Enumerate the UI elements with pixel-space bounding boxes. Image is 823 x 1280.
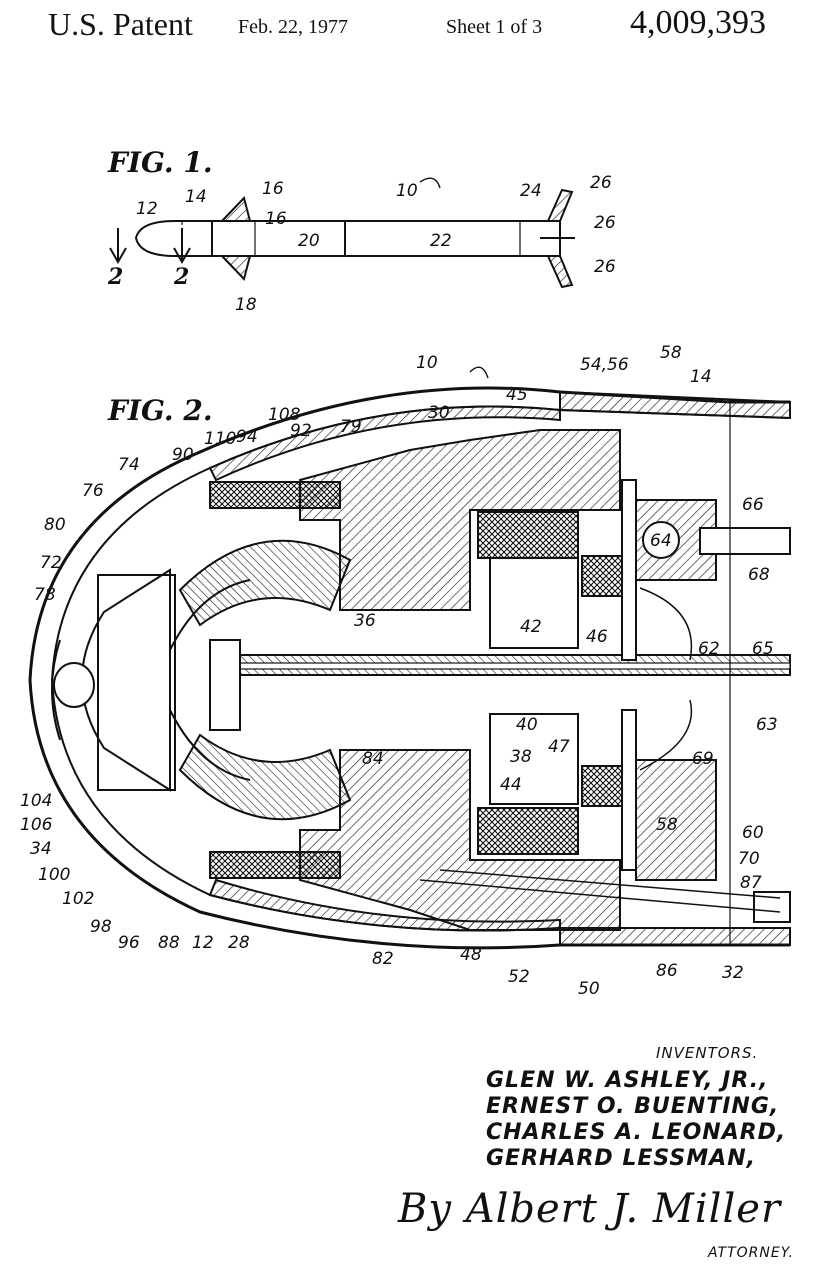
- inventor-name: CHARLES A. LEONARD,: [486, 1120, 787, 1145]
- fig2-ref: 10: [416, 353, 438, 373]
- fig2-ref: 28: [228, 933, 250, 953]
- fig2-ref: 70: [738, 849, 760, 869]
- fig2-ref: 60: [742, 823, 764, 843]
- fig2-ref: 96: [118, 933, 140, 953]
- fig2-ref: 79: [340, 417, 362, 437]
- fig2-ref: 47: [548, 737, 570, 757]
- fig2-ref: 42: [520, 617, 542, 637]
- fig2-ref: 72: [40, 553, 62, 573]
- attorney-signature: By Albert J. Miller: [398, 1186, 782, 1232]
- fig1-labels: FIG. 1. 10 12 14 16 16 18 18 20 22 24 26…: [107, 146, 616, 315]
- fig2-ref: 38: [510, 747, 532, 767]
- fig2-ref: 108: [268, 405, 301, 425]
- fig2-ref: 54,56: [580, 355, 629, 375]
- patent-number: 4,009,393: [630, 4, 766, 41]
- fig2-ref: 68: [748, 565, 770, 585]
- fig1-ref: 26: [594, 257, 616, 277]
- fig2-ref: 65: [752, 639, 774, 659]
- fig2-ref: 58: [656, 815, 678, 835]
- fig2-ref: 92: [290, 421, 312, 441]
- fig2-ref: 87: [740, 873, 762, 893]
- fig2-drawing: [28, 366, 791, 950]
- fig1-section-marker: 2: [173, 264, 189, 290]
- fig2-labels: FIG. 2. 10 14 45 54,56 58 30 108 79 94 9…: [20, 343, 778, 999]
- fig2-ref: 50: [578, 979, 600, 999]
- fig1-drawing: [109, 177, 575, 289]
- inventor-name: ERNEST O. BUENTING,: [486, 1094, 780, 1119]
- inventors-heading: INVENTORS.: [656, 1044, 759, 1062]
- fig2-ref: 32: [722, 963, 744, 983]
- fig1-ref: 18: [235, 295, 257, 315]
- fig1-ref: 16: [265, 209, 287, 229]
- sheet-number: Sheet 1 of 3: [446, 16, 543, 38]
- inventor-name: GLEN W. ASHLEY, JR.,: [486, 1068, 769, 1093]
- fig1-label: FIG. 1.: [107, 146, 213, 179]
- fig2-ref: 80: [44, 515, 66, 535]
- fig2-ref: 106: [20, 815, 53, 835]
- fig2-ref: 86: [656, 961, 678, 981]
- fig2-ref: 14: [690, 367, 712, 387]
- fig1-ref: 20: [298, 231, 320, 251]
- fig2-ref: 52: [508, 967, 530, 987]
- fig2-ref: 64: [650, 531, 672, 551]
- attorney-label: ATTORNEY.: [708, 1245, 794, 1261]
- fig2-ref: 88: [158, 933, 180, 953]
- fig2-ref: 82: [372, 949, 394, 969]
- patent-title: U.S. Patent: [48, 6, 193, 42]
- fig2-ref: 98: [90, 917, 112, 937]
- fig2-ref: 90: [172, 445, 194, 465]
- fig2-ref: 100: [38, 865, 70, 885]
- fig2-ref: 44: [500, 775, 522, 795]
- fig2-ref: 66: [742, 495, 764, 515]
- fig2-ref: 63: [756, 715, 778, 735]
- fig1-ref: 24: [520, 181, 542, 201]
- fig2-ref: 94: [236, 427, 258, 447]
- fig2-ref: 102: [62, 889, 94, 909]
- fig2-ref: 69: [692, 749, 714, 769]
- fig2-ref: 78: [34, 585, 56, 605]
- fig1-ref: 14: [185, 187, 207, 207]
- inventor-name: GERHARD LESSMAN,: [486, 1146, 756, 1171]
- fig2-ref: 40: [516, 715, 538, 735]
- fig2-ref: 30: [428, 403, 450, 423]
- patent-drawing: FIG. 1. 10 12 14 16 16 18 18 20 22 24 26…: [20, 146, 791, 999]
- fig1-section-marker: 2: [107, 264, 123, 290]
- fig2-ref: 34: [30, 839, 52, 859]
- fig2-ref: 76: [82, 481, 104, 501]
- fig2-ref: 58: [660, 343, 682, 363]
- fig2-ref: 12: [192, 933, 214, 953]
- fig2-ref: 74: [118, 455, 140, 475]
- fig2-ref: 45: [506, 385, 528, 405]
- fig1-ref: 26: [590, 173, 612, 193]
- fig1-ref: 22: [430, 231, 452, 251]
- fig2-ref: 46: [586, 627, 608, 647]
- patent-date: Feb. 22, 1977: [238, 16, 348, 38]
- fig1-ref: 16: [262, 179, 284, 199]
- fig2-ref: 36: [354, 611, 376, 631]
- patent-header: U.S. Patent Feb. 22, 1977 Sheet 1 of 3 4…: [0, 4, 823, 48]
- fig2-ref: 62: [698, 639, 720, 659]
- fig2-label: FIG. 2.: [107, 394, 213, 427]
- fig1-ref: 26: [594, 213, 616, 233]
- fig1-ref: 10: [396, 181, 418, 201]
- fig2-ref: 104: [20, 791, 52, 811]
- fig2-ref: 84: [362, 749, 384, 769]
- fig2-ref: 48: [460, 945, 482, 965]
- fig2-ref: 110: [204, 429, 236, 449]
- fig1-ref: 12: [136, 199, 158, 219]
